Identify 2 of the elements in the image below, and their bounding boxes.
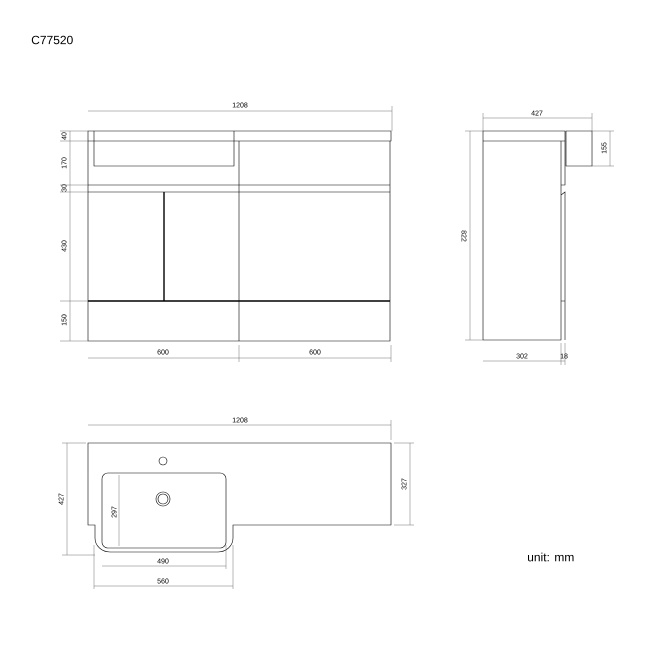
title: C77520 [32, 36, 73, 44]
unit-note: unit: mm [528, 552, 574, 562]
